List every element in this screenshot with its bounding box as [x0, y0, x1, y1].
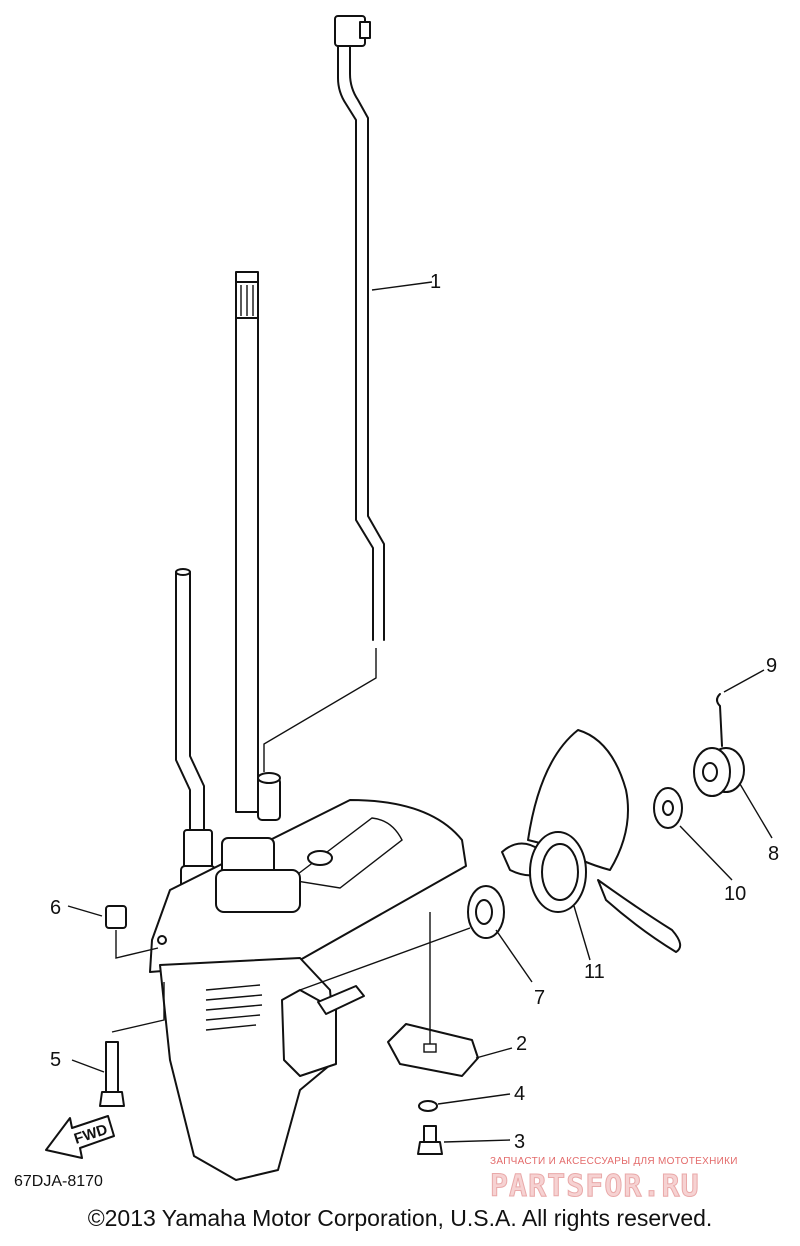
- shift-rod: [334, 15, 385, 641]
- washer: [653, 787, 683, 829]
- callout-3: 3: [514, 1131, 525, 1153]
- bolt-long: [99, 1041, 125, 1107]
- watermark: ЗАПЧАСТИ И АКСЕССУАРЫ ДЛЯ МОТОТЕХНИКИ PA…: [490, 1156, 738, 1205]
- callout-9: 9: [766, 655, 777, 677]
- propeller: [501, 729, 682, 953]
- callout-11: 11: [584, 961, 605, 983]
- callout-5: 5: [50, 1049, 61, 1071]
- washer-small: [418, 1100, 438, 1112]
- lower-case: [149, 799, 467, 1181]
- callout-8: 8: [768, 843, 779, 865]
- watermark-tagline: ЗАПЧАСТИ И АКСЕССУАРЫ ДЛЯ МОТОТЕХНИКИ: [490, 1156, 738, 1167]
- leader-lines: [67, 281, 773, 1143]
- watermark-brand: PARTSFOR.RU: [490, 1169, 700, 1204]
- dowel-pin: [105, 905, 127, 929]
- castle-nut: [693, 747, 745, 797]
- callout-7: 7: [534, 987, 545, 1009]
- bolt-small: [417, 1125, 443, 1155]
- anode: [387, 1023, 479, 1077]
- cotter-pin: [716, 693, 723, 747]
- copyright-notice: ©2013 Yamaha Motor Corporation, U.S.A. A…: [87, 1205, 713, 1231]
- shift-rod-grommet: [257, 772, 281, 821]
- thrust-washer: [467, 885, 505, 939]
- callout-numbers: 1 2 3 4 5 6 7 8 9 10 11: [50, 271, 779, 1153]
- callout-4: 4: [514, 1083, 525, 1105]
- callout-1: 1: [430, 271, 441, 293]
- water-tube: [175, 568, 216, 899]
- diagram-code: 67DJA-8170: [14, 1173, 103, 1190]
- callout-6: 6: [50, 897, 61, 919]
- callout-2: 2: [516, 1033, 527, 1055]
- fwd-arrow: FWD: [45, 1115, 115, 1159]
- callout-10: 10: [724, 883, 746, 905]
- drive-shaft: [235, 271, 259, 813]
